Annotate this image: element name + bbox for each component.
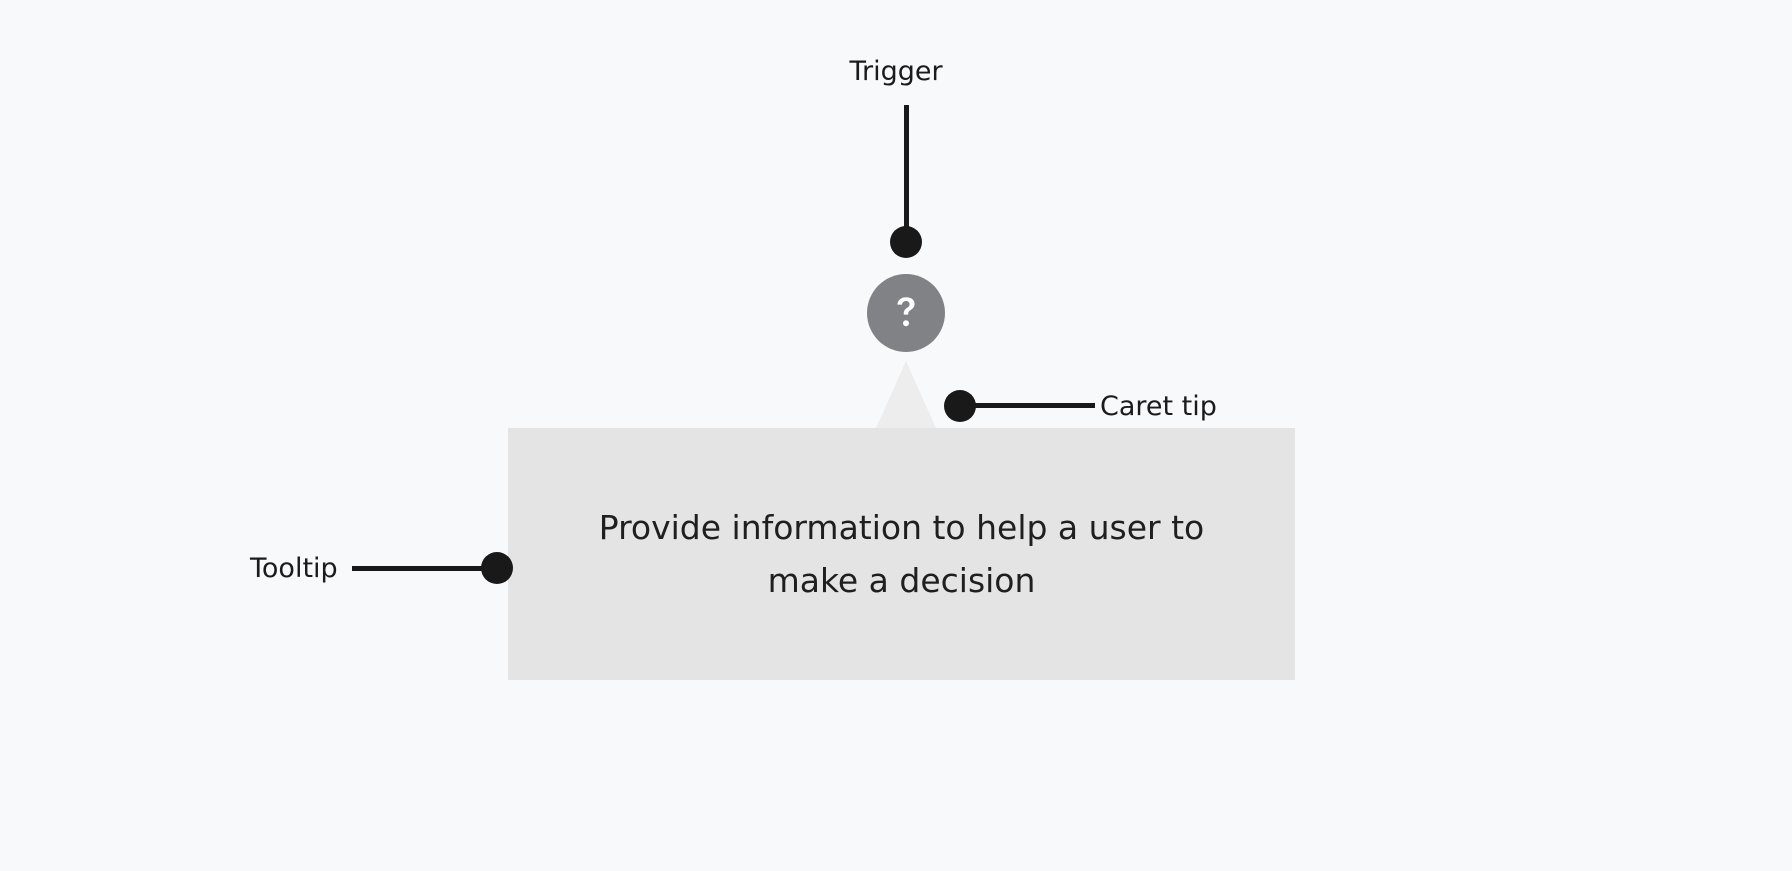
trigger-leader-line: [904, 105, 909, 245]
tooltip-annotation-label: Tooltip: [250, 553, 338, 584]
question-mark-glyph: [897, 297, 915, 327]
caret-annotation-label: Caret tip: [1100, 391, 1217, 422]
question-mark-circle-icon[interactable]: [867, 274, 945, 352]
tooltip-leader-line: [352, 566, 502, 571]
tooltip-caret: [876, 361, 936, 428]
question-mark-dot: [903, 320, 909, 327]
caret-leader-line: [960, 403, 1095, 408]
trigger-leader-dot: [890, 226, 922, 258]
tooltip-leader-dot: [481, 552, 513, 584]
tooltip-box: Provide information to help a user to ma…: [508, 428, 1295, 680]
trigger-annotation-label: Trigger: [849, 56, 943, 87]
tooltip-body-text: Provide information to help a user to ma…: [598, 507, 1205, 600]
